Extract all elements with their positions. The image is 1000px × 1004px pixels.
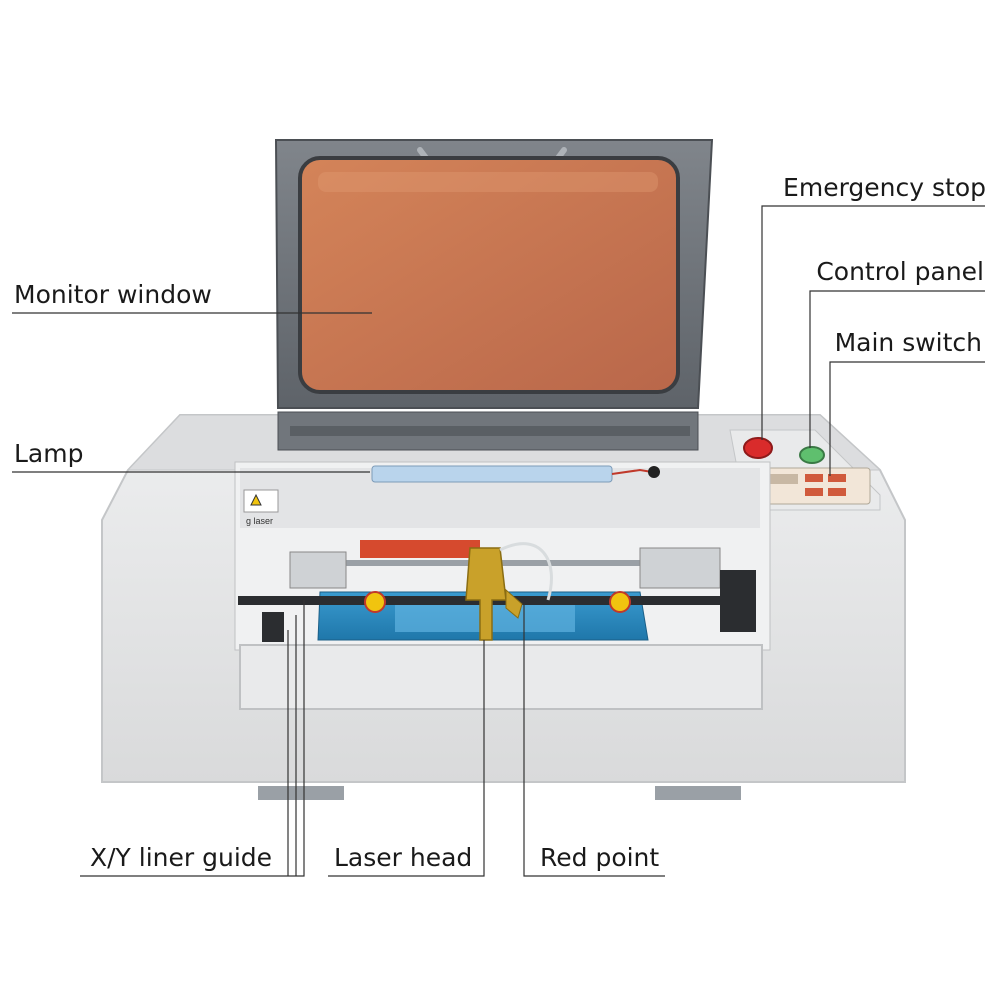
- foot-right: [655, 786, 741, 800]
- label-monitor-window: Monitor window: [14, 280, 212, 309]
- leader-emergency-stop: [761, 205, 985, 440]
- leader-lines: [12, 205, 985, 877]
- leader-xy-guide: [80, 600, 305, 877]
- foot-left: [258, 786, 344, 800]
- warning-strip-text: g laser: [246, 516, 273, 526]
- label-emergency-stop: Emergency stop: [783, 173, 986, 202]
- label-red-point: Red point: [540, 843, 660, 872]
- leader-laser-head: [328, 640, 485, 877]
- laser-head: [465, 547, 507, 641]
- label-laser-head: Laser head: [334, 843, 473, 872]
- label-control-panel: Control panel: [816, 257, 984, 286]
- red-point-module: [505, 588, 523, 619]
- monitor-window: [298, 156, 680, 394]
- label-main-switch: Main switch: [834, 328, 982, 357]
- leader-red-point: [523, 604, 665, 877]
- emergency-stop-button[interactable]: [743, 437, 773, 459]
- leader-control-panel: [809, 290, 985, 448]
- front-drawer: [239, 644, 763, 710]
- warning-decal: [243, 489, 279, 513]
- label-lamp: Lamp: [14, 439, 84, 468]
- lamp: [371, 465, 613, 483]
- main-switch-button[interactable]: [799, 446, 825, 464]
- label-xy-guide: X/Y liner guide: [90, 843, 273, 872]
- leader-main-switch: [829, 361, 985, 476]
